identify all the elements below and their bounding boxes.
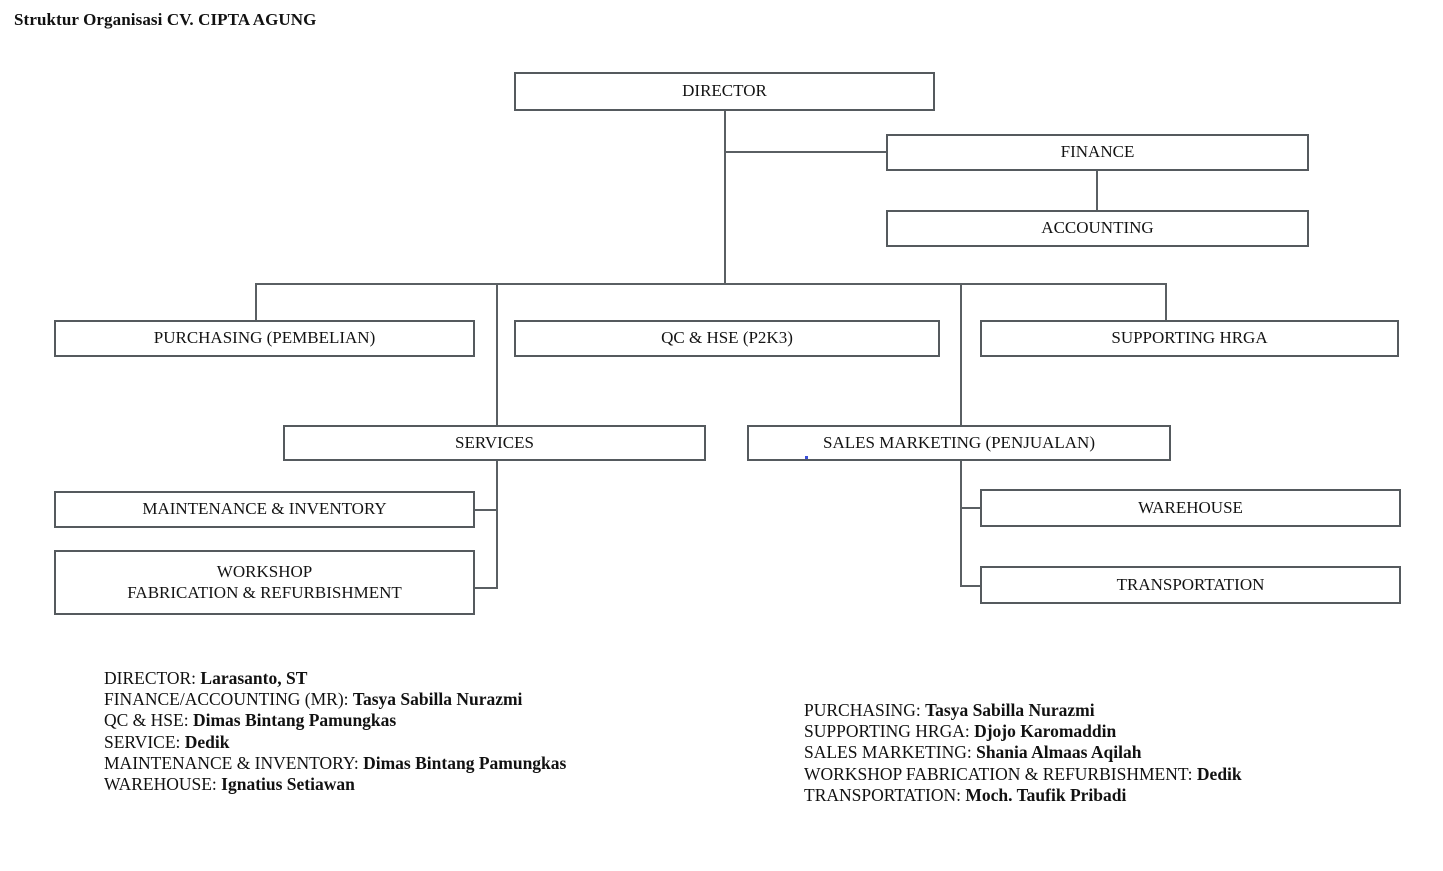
legend-item: MAINTENANCE & INVENTORY: Dimas Bintang P… [104,753,566,774]
node-workshop-line1: WORKSHOP [216,561,313,581]
node-director-label: DIRECTOR [682,81,767,101]
legend-role: SERVICE: [104,731,185,752]
legend-left-column: DIRECTOR: Larasanto, ST FINANCE/ACCOUNTI… [104,668,566,795]
legend-name: Moch. Taufik Pribadi [965,784,1127,805]
legend-name: Ignatius Setiawan [221,774,355,795]
connector-right-spine-lower [960,460,962,587]
connector-right-spine-upper [960,283,962,425]
connector-services-maintenance [474,509,498,511]
node-transportation-label: TRANSPORTATION [1116,574,1265,594]
node-workshop-line2: FABRICATION & REFURBISHMENT [127,582,402,602]
legend-item: WORKSHOP FABRICATION & REFURBISHMENT: De… [804,764,1242,785]
legend-role: WAREHOUSE: [104,774,222,795]
legend-item: SALES MARKETING: Shania Almaas Aqilah [804,742,1242,763]
legend-role: DIRECTOR: [104,668,201,688]
node-services[interactable]: SERVICES [283,425,706,461]
legend-name: Dedik [1196,763,1242,784]
legend-name: Tasya Sabilla Nurazmi [352,689,523,710]
node-supporting-hrga[interactable]: SUPPORTING HRGA [980,320,1399,357]
legend-name: Dimas Bintang Pamungkas [363,752,567,773]
connector-main-bus [255,283,1167,285]
connector-finance-accounting [1096,170,1098,211]
node-warehouse[interactable]: WAREHOUSE [980,489,1401,527]
connector-sales-warehouse [960,507,982,509]
node-qc-hse[interactable]: QC & HSE (P2K3) [514,320,940,357]
connector-bus-to-supporting-hrga [1165,283,1167,320]
legend-role: QC & HSE: [104,710,193,731]
legend-item: SERVICE: Dedik [104,732,566,753]
legend-name: Shania Almaas Aqilah [976,742,1142,763]
legend-role: SUPPORTING HRGA: [804,721,975,742]
node-warehouse-label: WAREHOUSE [1138,497,1243,517]
node-qc-hse-label: QC & HSE (P2K3) [661,328,793,348]
legend-item: SUPPORTING HRGA: Djojo Karomaddin [804,721,1242,742]
legend-role: SALES MARKETING: [804,742,977,763]
connector-director-finance [724,151,888,153]
node-transportation[interactable]: TRANSPORTATION [980,566,1401,604]
legend-role: MAINTENANCE & INVENTORY: [104,752,364,773]
node-maintenance-inventory-label: MAINTENANCE & INVENTORY [142,499,387,519]
legend-name: Dedik [184,731,230,752]
node-purchasing-label: PURCHASING (PEMBELIAN) [153,328,376,348]
connector-bus-to-purchasing [255,283,257,320]
legend-item: DIRECTOR: Larasanto, ST [104,668,566,689]
node-sales-marketing-label: SALES MARKETING (PENJUALAN) [823,432,1095,452]
legend-name: Djojo Karomaddin [974,721,1117,742]
node-supporting-hrga-label: SUPPORTING HRGA [1111,328,1268,348]
connector-left-spine-upper [496,283,498,425]
legend-item: PURCHASING: Tasya Sabilla Nurazmi [804,700,1242,721]
legend-role: PURCHASING: [804,700,926,720]
legend-item: FINANCE/ACCOUNTING (MR): Tasya Sabilla N… [104,689,566,710]
legend-item: WAREHOUSE: Ignatius Setiawan [104,774,566,795]
connector-sales-transportation [960,585,982,587]
node-accounting-label: ACCOUNTING [1041,218,1154,238]
node-workshop-fabrication-label: WORKSHOP FABRICATION & REFURBISHMENT [60,562,469,603]
node-sales-marketing[interactable]: SALES MARKETING (PENJUALAN) [747,425,1171,461]
node-accounting[interactable]: ACCOUNTING [886,210,1309,247]
node-finance[interactable]: FINANCE [886,134,1309,171]
legend-role: FINANCE/ACCOUNTING (MR): [104,689,353,710]
legend-right-column: PURCHASING: Tasya Sabilla Nurazmi SUPPOR… [804,700,1242,806]
scan-artifact-dot [805,456,808,459]
connector-left-spine-lower [496,460,498,589]
node-director[interactable]: DIRECTOR [514,72,935,111]
legend-name: Dimas Bintang Pamungkas [192,710,397,731]
node-services-label: SERVICES [455,432,534,452]
connector-director-stem [724,110,726,285]
node-maintenance-inventory[interactable]: MAINTENANCE & INVENTORY [54,491,475,528]
node-workshop-fabrication[interactable]: WORKSHOP FABRICATION & REFURBISHMENT [54,550,475,615]
legend-name: Larasanto, ST [200,668,308,688]
connector-services-workshop [474,587,498,589]
node-finance-label: FINANCE [1060,142,1135,162]
legend-role: TRANSPORTATION: [804,784,966,805]
legend-role: WORKSHOP FABRICATION & REFURBISHMENT: [804,763,1197,784]
legend-item: TRANSPORTATION: Moch. Taufik Pribadi [804,785,1242,806]
legend-name: Tasya Sabilla Nurazmi [925,700,1095,720]
page-title: Struktur Organisasi CV. CIPTA AGUNG [14,10,317,29]
legend-item: QC & HSE: Dimas Bintang Pamungkas [104,710,566,731]
node-purchasing[interactable]: PURCHASING (PEMBELIAN) [54,320,475,357]
